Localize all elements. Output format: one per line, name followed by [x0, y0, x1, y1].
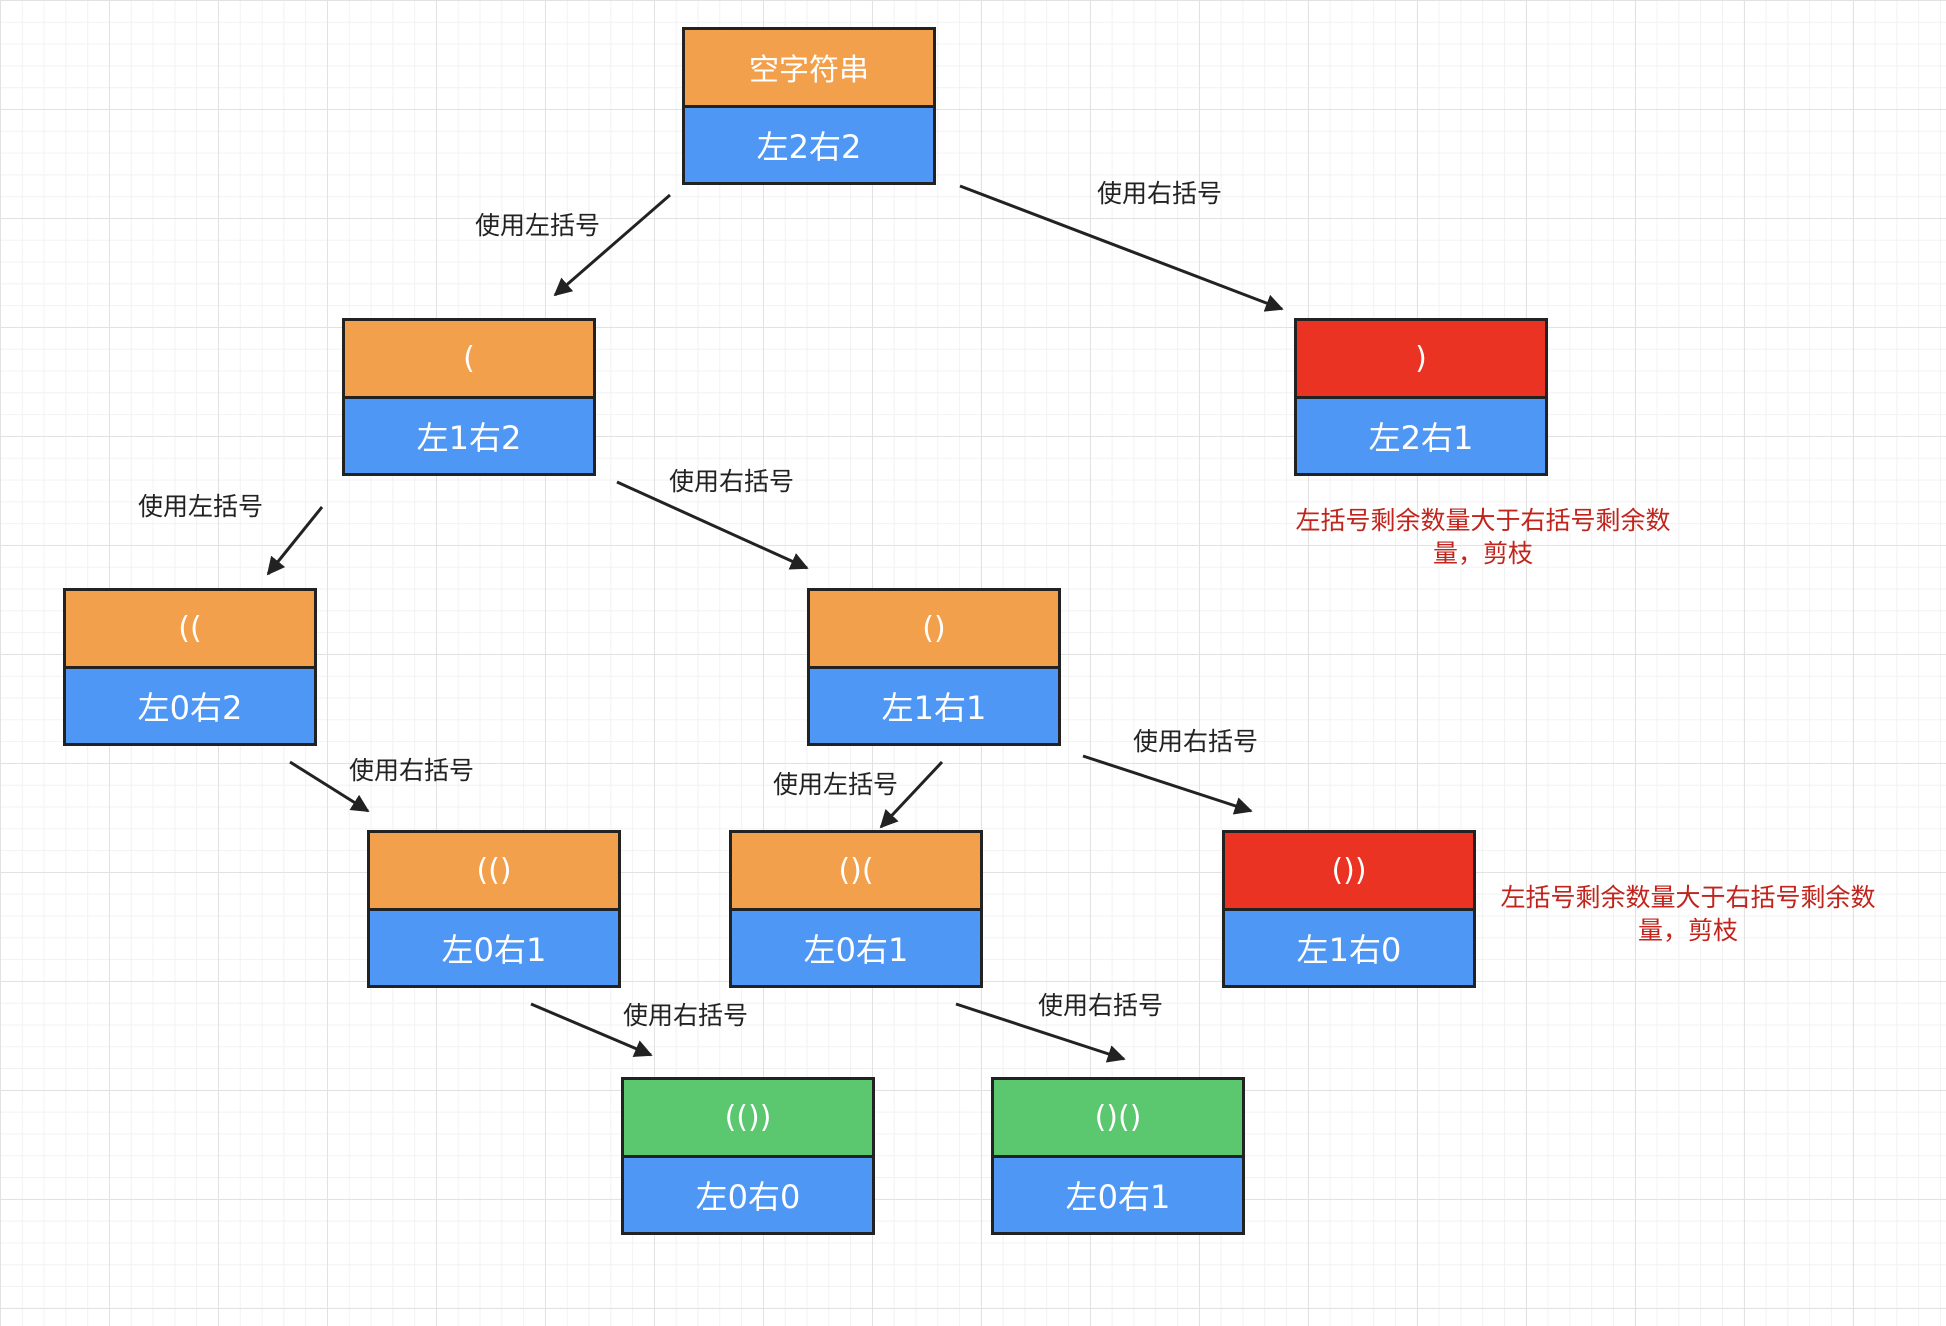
edge-label-llr-to-llrr: 使用右括号 [623, 1001, 749, 1030]
tree-node-ll: ((左0右2 [63, 588, 317, 746]
tree-node-root: 空字符串左2右2 [682, 27, 936, 185]
node-remaining-count-lrlr: 左0右1 [994, 1157, 1242, 1232]
tree-node-r: )左2右1 [1294, 318, 1548, 476]
tree-node-llr: (()左0右1 [367, 830, 621, 988]
node-string-lrl: ()( [732, 833, 980, 911]
node-string-root: 空字符串 [685, 30, 933, 108]
tree-node-lrr: ())左1右0 [1222, 830, 1476, 988]
node-string-l: ( [345, 321, 593, 399]
edge-label-lr-to-lrr: 使用右括号 [1133, 727, 1259, 756]
edge-label-lr-to-lrl: 使用左括号 [773, 770, 899, 799]
edge-arrow-lr-to-lrr [1082, 754, 1253, 815]
node-string-llrr: (()) [624, 1080, 872, 1158]
tree-node-lrl: ()(左0右1 [729, 830, 983, 988]
edge-label-lrl-to-lrlr: 使用右括号 [1038, 991, 1164, 1020]
edge-arrow-lr-to-lrl [879, 760, 944, 829]
edge-label-ll-to-llr: 使用右括号 [349, 756, 475, 785]
node-string-llr: (() [370, 833, 618, 911]
edge-label-root-to-r: 使用右括号 [1097, 179, 1223, 208]
node-remaining-count-l: 左1右2 [345, 398, 593, 473]
edge-arrow-l-to-lr [616, 480, 809, 570]
edge-label-l-to-lr: 使用右括号 [669, 467, 795, 496]
tree-node-lrlr: ()()左0右1 [991, 1077, 1245, 1235]
node-remaining-count-ll: 左0右2 [66, 668, 314, 743]
edge-arrow-ll-to-llr [289, 760, 370, 813]
node-string-lrr: ()) [1225, 833, 1473, 911]
edge-arrow-llr-to-llrr [530, 1002, 653, 1057]
node-remaining-count-lr: 左1右1 [810, 668, 1058, 743]
node-string-lr: () [810, 591, 1058, 669]
node-string-ll: (( [66, 591, 314, 669]
edge-label-root-to-l: 使用左括号 [475, 211, 601, 240]
tree-node-llrr: (())左0右0 [621, 1077, 875, 1235]
edge-label-l-to-ll: 使用左括号 [138, 492, 264, 521]
edge-arrow-root-to-l [553, 193, 671, 297]
node-remaining-count-llr: 左0右1 [370, 910, 618, 985]
tree-node-lr: ()左1右1 [807, 588, 1061, 746]
edge-arrow-root-to-r [959, 184, 1284, 312]
node-remaining-count-lrr: 左1右0 [1225, 910, 1473, 985]
prune-note-r: 左括号剩余数量大于右括号剩余数量，剪枝 [1295, 506, 1671, 568]
node-remaining-count-llrr: 左0右0 [624, 1157, 872, 1232]
node-remaining-count-root: 左2右2 [685, 107, 933, 182]
node-string-r: ) [1297, 321, 1545, 399]
node-string-lrlr: ()() [994, 1080, 1242, 1158]
node-remaining-count-lrl: 左0右1 [732, 910, 980, 985]
edge-arrow-lrl-to-lrlr [955, 1002, 1126, 1063]
edge-arrow-l-to-ll [266, 506, 324, 576]
tree-node-l: (左1右2 [342, 318, 596, 476]
node-remaining-count-r: 左2右1 [1297, 398, 1545, 473]
prune-note-lrr: 左括号剩余数量大于右括号剩余数量，剪枝 [1500, 883, 1876, 945]
